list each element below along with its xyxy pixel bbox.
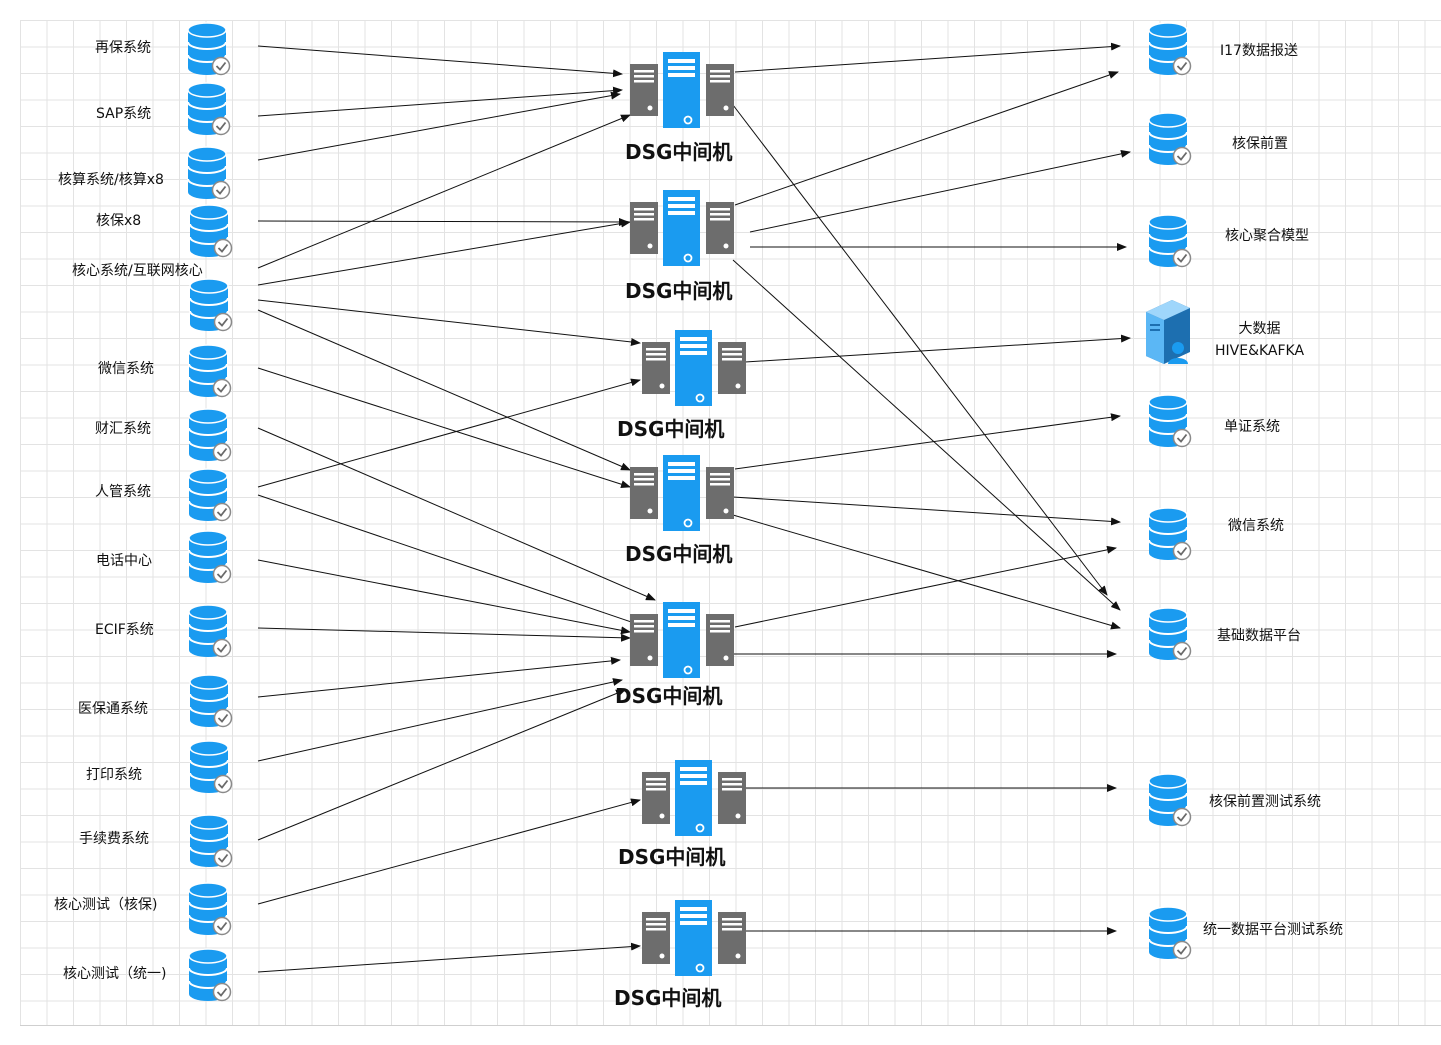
middleware-label-m6: DSG中间机 [618, 845, 726, 869]
database-icon [185, 22, 231, 82]
database-icon [186, 408, 232, 468]
database-icon [1146, 22, 1192, 82]
middleware-label-m1: DSG中间机 [625, 140, 733, 164]
server-icon [630, 190, 734, 272]
middleware-label-m3: DSG中间机 [617, 417, 725, 441]
target-label-t7: 基础数据平台 [1217, 628, 1301, 644]
database-icon [1146, 394, 1192, 454]
database-icon [187, 814, 233, 874]
database-icon [186, 468, 232, 528]
source-label-s5: 核心系统/互联网核心 [72, 263, 203, 279]
server-icon [630, 52, 734, 134]
server-icon [642, 330, 746, 412]
diagram-canvas [20, 20, 1441, 1026]
database-icon [1146, 214, 1192, 274]
database-icon [187, 278, 233, 338]
server-icon [630, 455, 734, 537]
server-icon [642, 760, 746, 842]
middleware-label-m2: DSG中间机 [625, 279, 733, 303]
database-icon [1146, 112, 1192, 172]
source-label-s10: ECIF系统 [95, 622, 154, 638]
target-label-t4: 大数据 HIVE&KAFKA [1215, 321, 1305, 359]
server-user-icon [1140, 298, 1192, 370]
source-label-s2: SAP系统 [96, 106, 152, 122]
database-icon [1146, 773, 1192, 833]
database-icon [186, 530, 232, 590]
source-label-s3: 核算系统/核算x8 [58, 172, 164, 188]
source-label-s4: 核保x8 [96, 213, 142, 229]
database-icon [186, 604, 232, 664]
database-icon [185, 82, 231, 142]
target-label-t5: 单证系统 [1224, 419, 1280, 435]
database-icon [185, 146, 231, 206]
source-label-s15: 核心测试（统一) [63, 966, 167, 982]
database-icon [1146, 507, 1192, 567]
database-icon [1146, 607, 1192, 667]
source-label-s9: 电话中心 [96, 553, 152, 569]
server-icon [630, 602, 734, 684]
source-label-s13: 手续费系统 [79, 831, 149, 847]
middleware-label-m7: DSG中间机 [614, 986, 722, 1010]
source-label-s8: 人管系统 [95, 484, 151, 500]
database-icon [186, 344, 232, 404]
database-icon [187, 740, 233, 800]
source-label-s14: 核心测试（核保) [54, 897, 158, 913]
target-label-t2: 核保前置 [1232, 136, 1288, 152]
database-icon [186, 948, 232, 1008]
server-icon [642, 900, 746, 982]
database-icon [1146, 906, 1192, 966]
source-label-s6: 微信系统 [98, 361, 154, 377]
target-label-t1: I17数据报送 [1220, 43, 1298, 59]
source-label-s12: 打印系统 [86, 767, 142, 783]
target-label-t9: 统一数据平台测试系统 [1203, 922, 1343, 938]
source-label-s1: 再保系统 [95, 40, 151, 56]
source-label-s11: 医保通系统 [78, 701, 148, 717]
middleware-label-m4: DSG中间机 [625, 542, 733, 566]
database-icon [187, 674, 233, 734]
database-icon [187, 204, 233, 264]
middleware-label-m5: DSG中间机 [615, 684, 723, 708]
target-label-t6: 微信系统 [1228, 518, 1284, 534]
target-label-t3: 核心聚合模型 [1225, 228, 1309, 244]
source-label-s7: 财汇系统 [95, 421, 151, 437]
database-icon [186, 882, 232, 942]
target-label-t8: 核保前置测试系统 [1209, 794, 1321, 810]
